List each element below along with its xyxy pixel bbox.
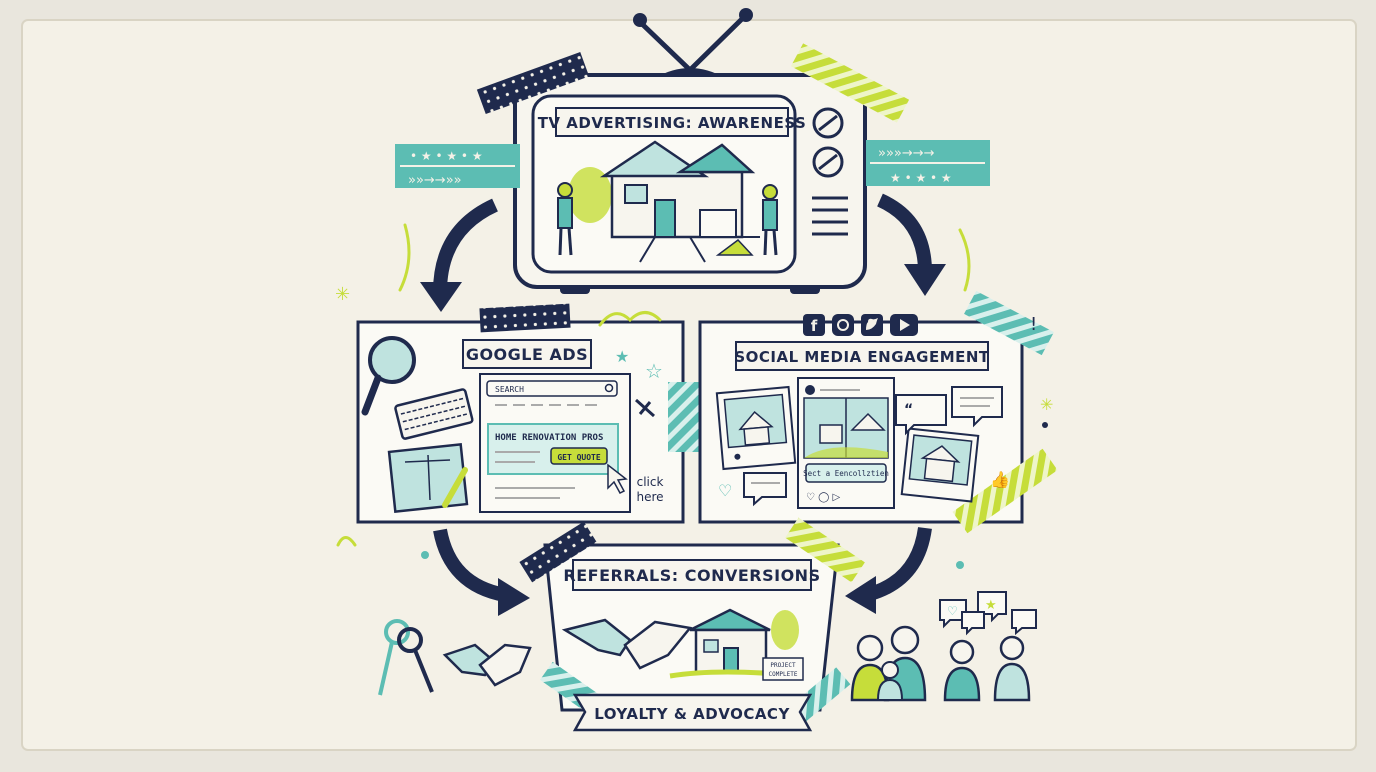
house-renovation-icon xyxy=(557,140,778,263)
family-icon xyxy=(850,625,927,702)
ad-headline: HOME RENOVATION PROS xyxy=(495,433,603,443)
svg-text:✳: ✳ xyxy=(1040,395,1053,414)
arrow-tv-to-social xyxy=(876,193,932,273)
photo-card-left xyxy=(715,385,797,471)
social-panel-title: SOCIAL MEDIA ENGAGEMENT xyxy=(734,348,990,366)
svg-text:♡ ◯ ▷: ♡ ◯ ▷ xyxy=(806,492,841,503)
svg-text:♡: ♡ xyxy=(947,604,958,618)
svg-text:“: “ xyxy=(904,402,913,418)
tv-panel: TV ADVERTISING: AWARENESS xyxy=(476,8,910,294)
svg-text:✳: ✳ xyxy=(335,284,350,305)
svg-text:»»»→→→: »»»→→→ xyxy=(878,146,935,161)
post-cta-button[interactable] xyxy=(805,463,887,483)
decorative-doodles: ★ ☆ ✳ ✳ ! xyxy=(335,223,1053,569)
blueprint-icon xyxy=(387,443,469,513)
instagram-icon xyxy=(832,314,854,336)
house-icon xyxy=(669,608,801,679)
svg-text:• ★ • ★ • ★: • ★ • ★ • ★ xyxy=(410,149,483,163)
svg-text:★ • ★ • ★: ★ • ★ • ★ xyxy=(890,171,952,185)
svg-text:★: ★ xyxy=(615,347,629,366)
get-quote-button[interactable] xyxy=(550,447,608,465)
post-cta-label: Sect a Eencollztien xyxy=(803,469,889,478)
svg-text:☆: ☆ xyxy=(645,359,663,383)
svg-text:f: f xyxy=(811,317,818,335)
loyalty-banner xyxy=(572,693,813,732)
thumbs-up-icon: 👍 xyxy=(990,470,1010,489)
svg-text:»»→→»»: »»→→»» xyxy=(408,173,462,188)
social-media-panel: f SOCIAL MEDIA ENGAGEMENT Sect a Ee xyxy=(698,290,1058,534)
google-panel-title: GOOGLE ADS xyxy=(466,345,588,364)
wrench-icon xyxy=(635,398,655,418)
keyboard-icon xyxy=(394,388,474,440)
cursor-icon xyxy=(607,463,628,494)
star-icon: ★ xyxy=(985,598,997,613)
arrow-social-to-referrals xyxy=(867,526,932,601)
svg-text:!: ! xyxy=(1030,314,1037,335)
project-sign-line1: PROJECT xyxy=(770,662,796,669)
project-sign xyxy=(762,657,804,681)
tv-panel-title: TV ADVERTISING: AWARENESS xyxy=(538,114,807,132)
tv-ribbons: • ★ • ★ • ★ »»→→»» »»»→→→ ★ • ★ • ★ xyxy=(395,140,990,188)
search-results-window: SEARCH HOME RENOVATION PROS GET QUOTE xyxy=(479,373,631,513)
loyalty-banner-text: LOYALTY & ADVOCACY xyxy=(594,705,790,723)
comment-bubble-icon xyxy=(895,394,947,436)
search-input[interactable] xyxy=(486,380,618,397)
project-sign-line2: COMPLETE xyxy=(769,671,798,678)
arrow-tv-to-google xyxy=(433,198,499,293)
keys-icon xyxy=(378,619,434,696)
social-post-card: Sect a Eencollztien ♡ ◯ ▷ xyxy=(797,377,895,509)
referrals-panel: REFERRALS: CONVERSIONS PROJECT COMPLETE … xyxy=(519,517,865,732)
search-icon xyxy=(604,383,614,393)
facebook-icon xyxy=(803,314,825,336)
arrow-google-to-referrals xyxy=(433,528,507,602)
click-note-line2: here xyxy=(636,490,663,504)
click-note-line1: click xyxy=(637,475,664,489)
google-ads-panel: GOOGLE ADS SEARCH HOME REN xyxy=(356,303,708,524)
handshake-icon xyxy=(561,618,693,670)
search-input-text: SEARCH xyxy=(495,385,524,394)
photo-card-right xyxy=(900,427,980,503)
handshake-small-icon xyxy=(442,643,532,687)
reviewers-icon: ♡ ★ xyxy=(939,591,1037,702)
heart-icon: ♡ xyxy=(718,481,732,500)
magnifier-icon xyxy=(361,336,416,416)
get-quote-label: GET QUOTE xyxy=(557,453,601,462)
referrals-panel-title: REFERRALS: CONVERSIONS xyxy=(563,566,820,585)
